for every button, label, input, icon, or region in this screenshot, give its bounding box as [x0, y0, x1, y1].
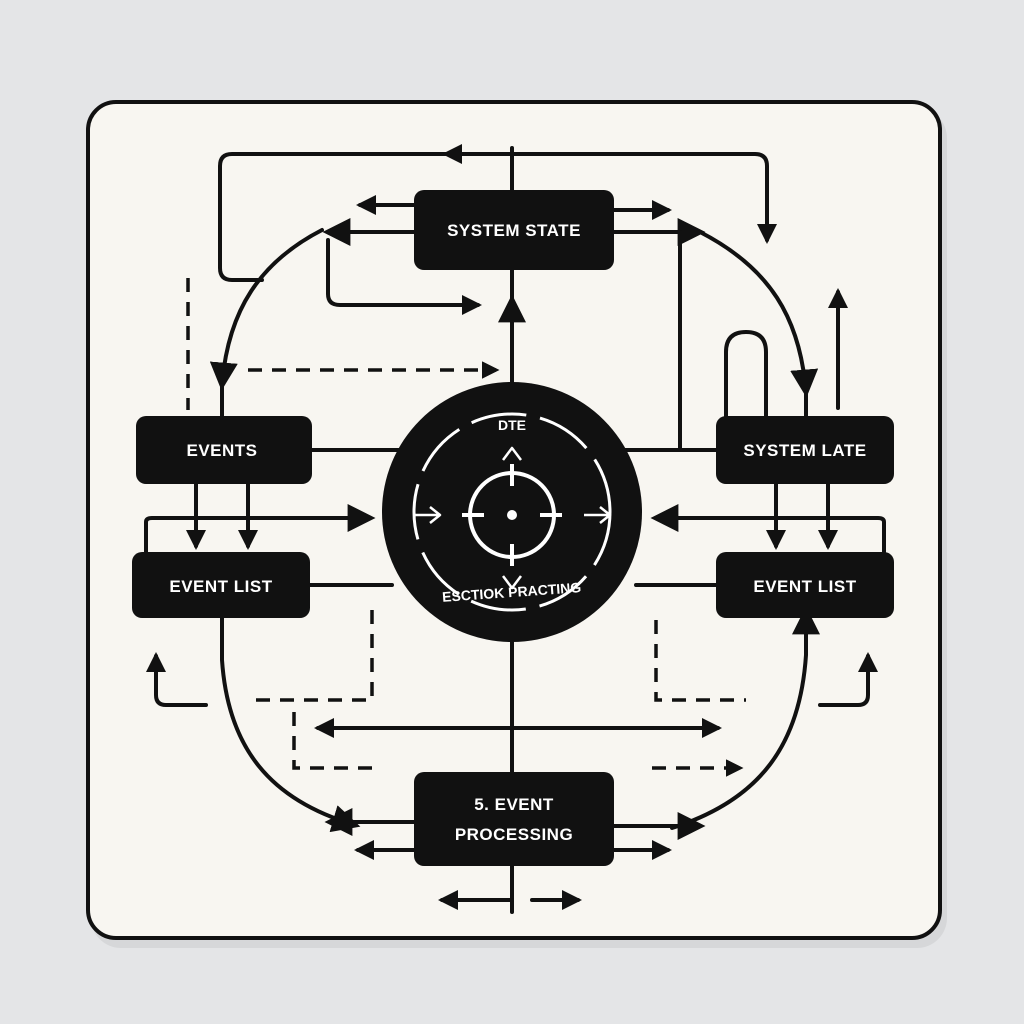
ring-bottom-left: [220, 610, 361, 833]
system-late-label: SYSTEM LATE: [743, 441, 866, 460]
ring-bottom-right: [670, 606, 820, 830]
event-processing-line1: 5. EVENT: [474, 795, 554, 814]
dashed-left-lower: [250, 610, 374, 702]
arrow-right-into-hub: [650, 504, 886, 554]
target-center-dot: [507, 510, 517, 520]
system-state-label: SYSTEM STATE: [447, 221, 581, 240]
node-event-list-right: EVENT LIST: [716, 552, 894, 618]
ring-top-left: [209, 228, 324, 391]
arrow-left-into-hub: [144, 504, 376, 554]
node-system-late: SYSTEM LATE: [716, 416, 894, 484]
node-event-list-left: EVENT LIST: [132, 552, 310, 618]
node-system-state: SYSTEM STATE: [414, 190, 614, 270]
top-right-loop: [510, 152, 777, 244]
event-list-right-label: EVENT LIST: [753, 577, 856, 596]
ring-top-right: [698, 230, 819, 398]
dashed-right-lower: [654, 620, 746, 702]
event-list-left-label: EVENT LIST: [169, 577, 272, 596]
node-events: EVENTS: [136, 416, 312, 484]
node-event-processing: 5. EVENT PROCESSING: [414, 772, 614, 866]
right-hook: [724, 330, 768, 420]
top-left-outer-loop: [218, 152, 448, 282]
right-return-arrow: [818, 652, 878, 707]
target-icon: [462, 464, 562, 566]
arrow-state-loop-left: [326, 238, 482, 315]
hub-top-label: DTE: [498, 417, 526, 433]
processing-hub: DTE ESCTIOK PRACTING: [382, 382, 642, 642]
hub-direction-arrows: [414, 446, 612, 590]
dashed-left-bottom: [292, 712, 374, 770]
left-return-arrow: [146, 652, 208, 707]
event-processing-line2: PROCESSING: [455, 825, 573, 844]
events-label: EVENTS: [186, 441, 257, 460]
